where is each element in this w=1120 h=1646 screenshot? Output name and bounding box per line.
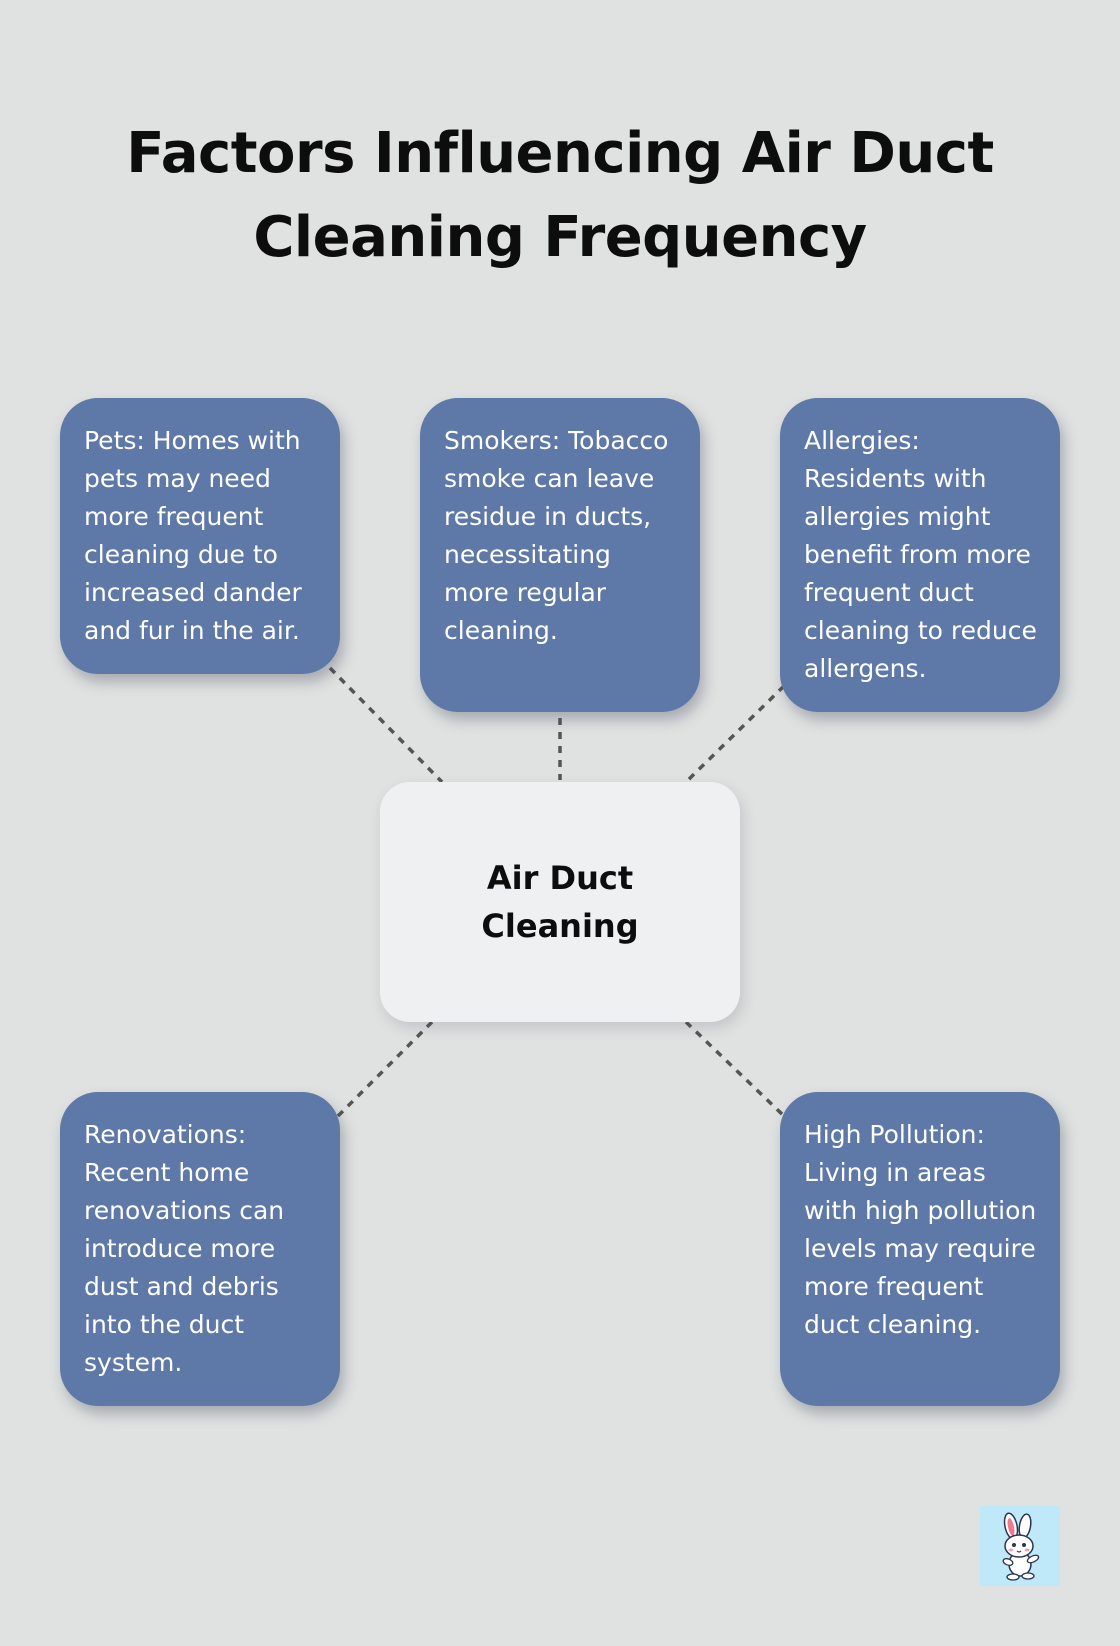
factor-card-allergies: Allergies: Residents with allergies migh… [780, 398, 1060, 712]
center-node: Air Duct Cleaning [380, 782, 740, 1022]
connector-allergies [684, 684, 786, 784]
factor-card-renovations: Renovations: Recent home renovations can… [60, 1092, 340, 1406]
bunny-mascot-icon [1002, 1512, 1040, 1581]
center-label: Air Duct Cleaning [481, 859, 639, 945]
logo [980, 1506, 1060, 1586]
connector-renovations [334, 1020, 434, 1120]
factor-card-pollution: High Pollution: Living in areas with hig… [780, 1092, 1060, 1406]
factor-card-smokers: Smokers: Tobacco smoke can leave residue… [420, 398, 700, 712]
diagram-title: Factors Influencing Air Duct Cleaning Fr… [126, 121, 994, 270]
connector-pollution [684, 1020, 786, 1118]
factor-card-pets: Pets: Homes with pets may need more freq… [60, 398, 340, 674]
